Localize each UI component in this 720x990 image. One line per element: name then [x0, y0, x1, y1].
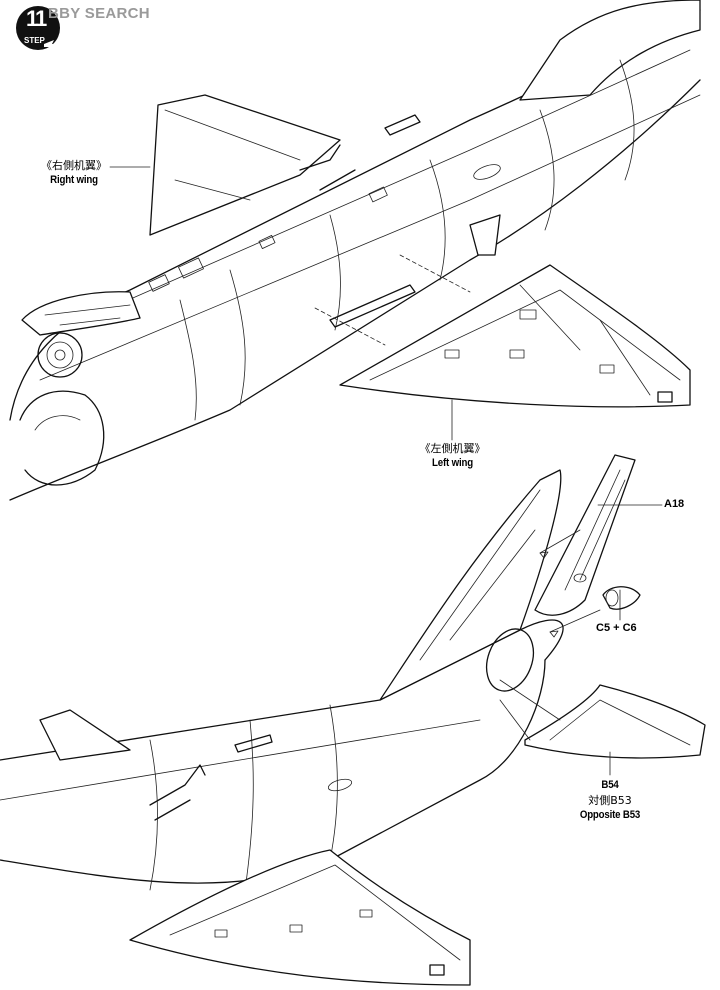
step-number: 11: [26, 6, 47, 31]
part-c5-c6-cone: [602, 586, 641, 610]
upper-fuselage: [9, 0, 701, 501]
part-a18-rudder: [534, 454, 636, 616]
left-wing-label-cn: 《左側机翼》: [419, 442, 486, 455]
watermark: BBY SEARCH: [48, 5, 150, 22]
part-label-a18: A18: [664, 498, 685, 510]
b-mark: [657, 391, 673, 403]
b-mark-lower: [429, 964, 445, 976]
lower-fuselage: [0, 469, 564, 986]
step-badge-icon: 11 STEP: [8, 4, 68, 54]
right-wing-label: 《右側机翼》 Right wing: [34, 158, 114, 188]
part-label-c5-c6: C5 + C6: [596, 622, 637, 634]
airplane-icon: [44, 40, 58, 47]
left-wing-label-en: Left wing: [432, 457, 473, 469]
step-word: STEP: [24, 36, 45, 45]
part-label-b53-en: Opposite B53: [579, 809, 641, 821]
left-wing-upper: [314, 254, 691, 408]
right-wing-label-en: Right wing: [50, 174, 98, 186]
part-b54-stabilizer: [524, 684, 706, 759]
left-wing-label: 《左側机翼》 Left wing: [405, 441, 500, 471]
b54-label: B54 対側B53 Opposite B53: [570, 778, 650, 823]
part-label-b54: B54: [601, 779, 619, 791]
part-label-b53-cn: 対側B53: [588, 794, 632, 807]
right-wing-label-cn: 《右側机翼》: [41, 159, 107, 172]
